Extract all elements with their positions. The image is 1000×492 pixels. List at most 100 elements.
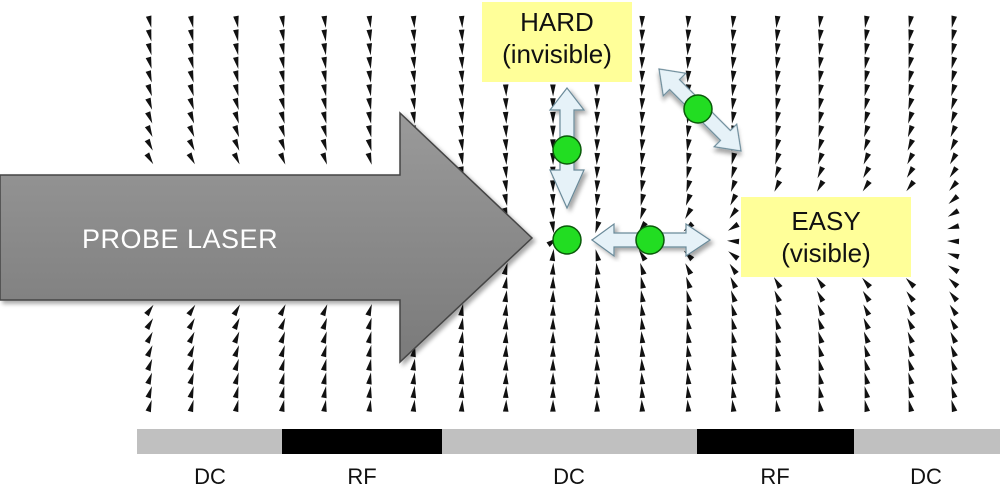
- field-arrowhead: [863, 304, 872, 317]
- field-arrowhead: [731, 372, 737, 385]
- field-arrowhead: [594, 290, 601, 303]
- field-arrowhead: [232, 125, 240, 138]
- field-arrowhead: [187, 56, 194, 69]
- field-arrowhead: [232, 84, 239, 97]
- field-arrowhead: [731, 331, 737, 344]
- field-arrowhead: [907, 138, 915, 151]
- field-arrowhead: [410, 43, 417, 56]
- field-arrowhead: [906, 166, 916, 178]
- field-arrowhead: [366, 29, 373, 42]
- field-arrowhead: [550, 290, 556, 303]
- hard-label-box: HARD (invisible): [482, 2, 632, 82]
- field-arrowhead: [907, 331, 915, 344]
- field-arrowhead: [595, 207, 601, 220]
- probe-laser-arrow: [0, 111, 534, 364]
- field-arrowhead: [594, 111, 600, 124]
- field-arrowhead: [186, 318, 195, 330]
- field-arrowhead: [686, 303, 692, 317]
- field-arrowhead: [639, 111, 646, 124]
- field-arrowhead: [232, 345, 239, 358]
- field-arrowhead: [727, 238, 740, 245]
- field-arrowhead: [145, 358, 153, 372]
- field-arrowhead: [365, 331, 372, 344]
- field-arrowhead: [458, 139, 464, 152]
- field-arrowhead: [320, 125, 327, 138]
- field-arrowhead: [818, 97, 824, 111]
- field-arrowhead: [321, 70, 327, 83]
- field-arrowhead: [366, 84, 372, 97]
- field-arrowhead: [278, 345, 285, 358]
- field-arrowhead: [862, 277, 872, 289]
- field-arrowhead: [231, 318, 240, 330]
- field-arrowhead: [458, 84, 465, 97]
- field-arrowhead: [187, 42, 194, 56]
- field-arrowhead: [320, 304, 328, 317]
- field-arrowhead: [145, 111, 153, 124]
- field-arrowhead: [278, 138, 285, 151]
- field-arrowhead: [321, 15, 327, 28]
- field-arrowhead: [458, 303, 464, 317]
- field-arrowhead: [640, 207, 647, 220]
- field-arrowhead: [640, 166, 646, 179]
- field-arrowhead: [549, 248, 556, 262]
- field-arrowhead: [774, 290, 782, 303]
- field-arrowhead: [145, 42, 152, 56]
- field-arrowhead: [947, 238, 960, 245]
- field-arrowhead: [233, 56, 239, 69]
- field-arrowhead: [907, 125, 915, 138]
- field-arrowhead: [410, 97, 416, 111]
- field-arrowhead: [231, 152, 240, 165]
- field-arrowhead: [950, 138, 959, 151]
- field-arrowhead: [908, 42, 914, 56]
- hard-subtitle: (invisible): [502, 39, 612, 69]
- field-arrowhead: [908, 358, 915, 372]
- field-arrowhead: [775, 111, 781, 124]
- probe-laser-label: PROBE LASER: [82, 224, 279, 254]
- field-arrowhead: [145, 345, 153, 358]
- field-arrowhead: [731, 317, 738, 330]
- field-arrowhead: [550, 194, 556, 207]
- field-arrowhead: [278, 331, 285, 344]
- field-arrowhead: [458, 29, 465, 42]
- field-arrowhead: [730, 399, 737, 412]
- field-arrowhead: [950, 358, 958, 372]
- field-arrowhead: [502, 98, 509, 111]
- field-arrowhead: [458, 43, 465, 56]
- field-arrowhead: [730, 193, 739, 206]
- field-arrowhead: [730, 56, 737, 70]
- field-arrowhead: [186, 304, 196, 317]
- field-arrowhead: [410, 111, 416, 124]
- field-arrowhead: [685, 193, 693, 206]
- field-arrowhead: [862, 290, 872, 303]
- field-arrowhead: [279, 399, 285, 412]
- field-arrowhead: [864, 125, 871, 138]
- field-arrowhead: [905, 278, 917, 289]
- field-arrowhead: [145, 372, 152, 385]
- field-arrowhead: [594, 372, 600, 385]
- field-arrowhead: [366, 399, 372, 412]
- field-arrowhead: [502, 139, 509, 152]
- field-arrowhead: [950, 318, 959, 330]
- field-arrowhead: [279, 386, 285, 399]
- field-arrowhead: [951, 29, 958, 42]
- field-arrowhead: [365, 152, 372, 165]
- field-arrowhead: [864, 372, 871, 385]
- field-arrowhead: [187, 125, 195, 138]
- field-arrowhead: [549, 207, 556, 220]
- field-arrowhead: [278, 97, 285, 110]
- field-arrowhead: [458, 385, 465, 399]
- field-arrowhead: [951, 372, 958, 385]
- field-arrowhead: [410, 84, 416, 97]
- field-arrowhead: [908, 15, 914, 28]
- field-arrowhead: [550, 180, 556, 193]
- field-arrowhead: [640, 262, 647, 276]
- field-arrowhead: [458, 399, 465, 412]
- field-arrowhead: [947, 253, 960, 260]
- electrode-rf-2: [697, 429, 854, 454]
- field-arrowhead: [685, 15, 692, 28]
- field-arrowhead: [144, 318, 154, 330]
- field-arrowhead: [639, 15, 645, 28]
- field-arrowhead: [951, 399, 958, 413]
- field-arrowhead: [864, 29, 870, 42]
